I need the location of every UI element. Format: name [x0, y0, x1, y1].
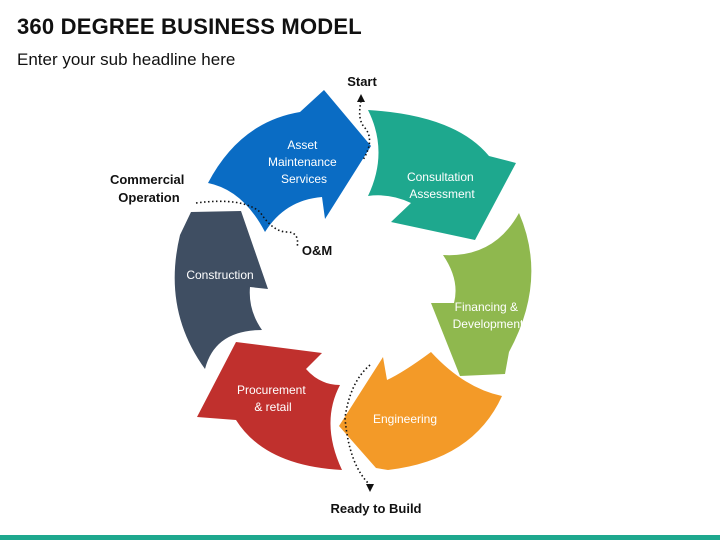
segment-financing-shape [431, 213, 532, 376]
start-label: Start [347, 74, 377, 89]
commercial-dotted-line [195, 200, 299, 249]
bottom-accent-bar [0, 535, 720, 540]
ready-to-build-label: Ready to Build [330, 501, 421, 516]
start-dotted-line [358, 100, 371, 161]
segment-consultation-label: Consultation Assessment [407, 170, 477, 201]
segment-procurement-shape [197, 342, 342, 470]
slide-title: 360 DEGREE BUSINESS MODEL [17, 14, 362, 39]
segment-consultation-shape [368, 110, 516, 240]
segment-procurement-label: Procurement & retail [237, 383, 309, 414]
segment-construction-shape [174, 211, 268, 369]
ready-arrow-icon [366, 484, 374, 492]
commercial-operation-label: Commercial Operation [110, 172, 188, 205]
segment-financing-label: Financing & Development [453, 300, 524, 331]
segment-construction-label: Construction [186, 268, 253, 282]
segment-asset-shape [208, 90, 371, 232]
start-arrow-icon [357, 94, 365, 102]
segment-asset-label: Asset Maintenance Services [268, 138, 340, 186]
segment-engineering-label: Engineering [373, 412, 437, 426]
slide-subtitle: Enter your sub headline here [17, 50, 236, 69]
ready-dotted-line [344, 364, 371, 486]
om-label: O&M [302, 243, 332, 258]
segment-engineering-shape [339, 352, 502, 470]
